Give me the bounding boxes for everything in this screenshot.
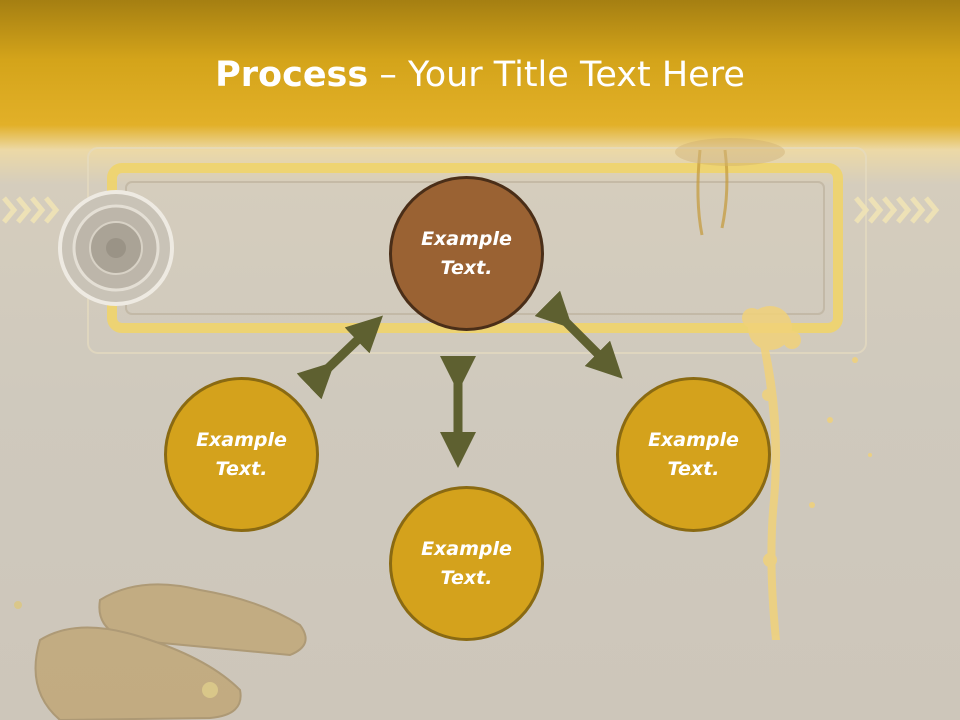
node-right-line1: Example [648, 428, 739, 451]
paint-splatter-icon [741, 306, 872, 640]
arrow-left-diagonal [296, 315, 383, 400]
node-left-line1: Example [196, 428, 287, 451]
sneakers-icon [14, 583, 307, 720]
node-bottom-line2: Text. [440, 566, 493, 589]
node-right-line2: Text. [667, 457, 720, 480]
title-rest: – Your Title Text Here [368, 55, 745, 95]
node-top-line1: Example [421, 227, 512, 250]
node-left-line2: Text. [215, 457, 268, 480]
node-bottom[interactable]: Example Text. [389, 486, 544, 641]
node-left[interactable]: Example Text. [164, 377, 319, 532]
node-right[interactable]: Example Text. [616, 377, 771, 532]
node-bottom-line1: Example [421, 537, 512, 560]
slide-title: Process – Your Title Text Here [0, 52, 960, 98]
title-bold: Process [215, 55, 369, 95]
chevron-stripe-left-icon [2, 196, 60, 224]
chevron-stripe-right-icon [854, 196, 940, 224]
node-top-line2: Text. [440, 256, 493, 279]
node-top[interactable]: Example Text. [389, 176, 544, 331]
arrow-right-diagonal [534, 290, 623, 379]
speaker-ring-icon [58, 190, 174, 306]
sneaker-laces-icon [675, 138, 785, 236]
